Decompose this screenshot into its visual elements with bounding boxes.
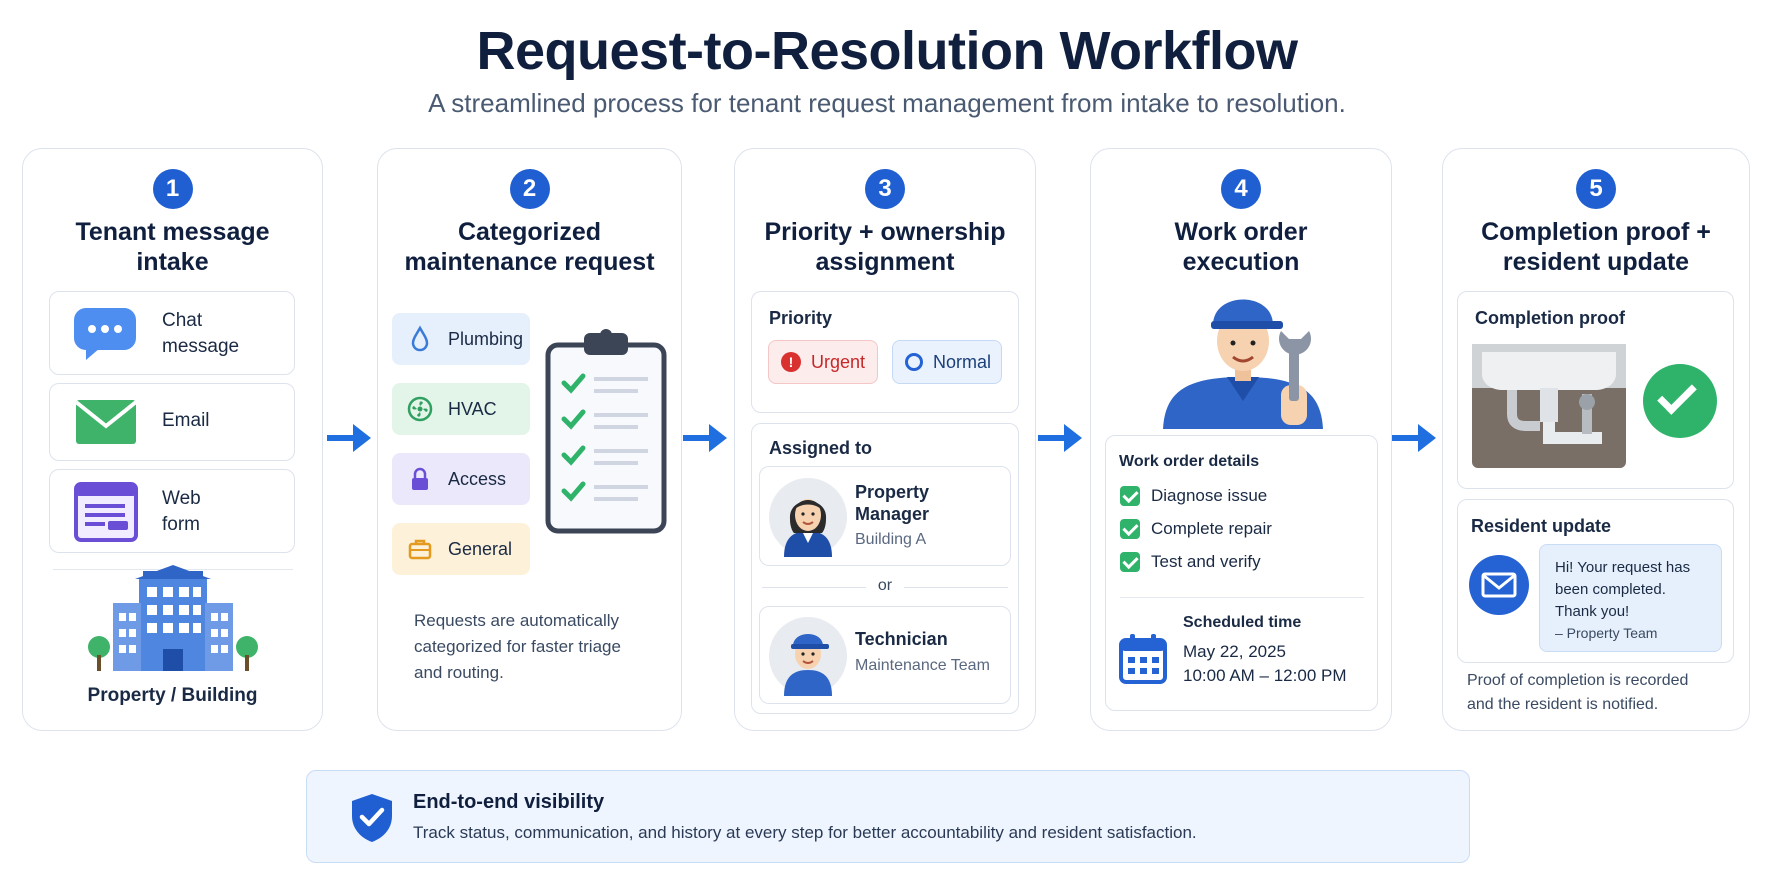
repaired-sink-photo <box>1472 344 1626 468</box>
step-note: Requests are automatically categorized f… <box>414 611 621 682</box>
channel-web-form: Web form <box>49 469 295 553</box>
step-title: Priority + ownership assignment <box>764 218 1006 276</box>
channel-chat: Chat message <box>49 291 295 375</box>
task-label: Complete repair <box>1151 519 1272 538</box>
banner-heading: End-to-end visibility <box>413 791 605 813</box>
category-hvac: HVAC <box>392 383 530 435</box>
schedule-time: 10:00 AM – 12:00 PM <box>1183 666 1347 685</box>
flow-arrow <box>1392 424 1436 452</box>
chat-bubble-icon <box>74 308 136 360</box>
checkbox-checked-icon <box>1120 486 1140 506</box>
assignee-name: Property Manager <box>855 482 930 524</box>
building-label: Property / Building <box>87 685 258 706</box>
assignee-name: Technician <box>855 629 948 649</box>
step-title: Work order execution <box>1174 218 1308 276</box>
assignee-subtitle: Building A <box>855 531 927 548</box>
flow-arrow <box>1038 424 1082 452</box>
or-divider-right <box>904 587 1008 588</box>
proof-heading: Completion proof <box>1475 308 1625 328</box>
work-order-details-panel: Work order details Diagnose issue Comple… <box>1105 435 1378 711</box>
task-label: Diagnose issue <box>1151 486 1268 505</box>
water-drop-icon <box>411 325 429 352</box>
step-number: 5 <box>1576 169 1616 209</box>
schedule-heading: Scheduled time <box>1183 614 1302 631</box>
manager-avatar <box>769 478 847 557</box>
schedule-date: May 22, 2025 <box>1183 642 1287 661</box>
technician-with-wrench-icon <box>1163 299 1323 429</box>
banner-text: Track status, communication, and history… <box>413 823 1197 842</box>
checkbox-checked-icon <box>1120 552 1140 572</box>
step-note: Proof of completion is recorded and the … <box>1467 672 1689 713</box>
assignee-property-manager: Property Manager Building A <box>759 466 1011 566</box>
update-heading: Resident update <box>1471 516 1612 536</box>
step-card-work-order: 4 Work order execution Work order detail… <box>1090 148 1392 731</box>
assigned-heading: Assigned to <box>769 438 873 458</box>
web-form-icon <box>74 482 138 542</box>
step-card-intake: 1 Tenant message intake Chat message Ema… <box>22 148 323 731</box>
or-label: or <box>877 577 893 594</box>
fan-icon <box>407 396 433 422</box>
shield-check-icon <box>352 794 392 842</box>
page-subtitle: A streamlined process for tenant request… <box>428 88 1346 118</box>
channel-label: Web form <box>162 488 201 535</box>
completion-proof-panel: Completion proof <box>1457 291 1734 489</box>
assignee-technician: Technician Maintenance Team <box>759 606 1011 704</box>
toolbox-icon <box>408 539 432 560</box>
flow-arrow <box>327 424 371 452</box>
details-heading: Work order details <box>1119 453 1260 470</box>
assignee-subtitle: Maintenance Team <box>855 657 990 674</box>
clipboard-checklist-icon <box>545 329 667 534</box>
step-title: Categorized maintenance request <box>404 218 655 276</box>
circle-icon <box>905 353 923 371</box>
category-plumbing: Plumbing <box>392 313 530 365</box>
alert-icon: ! <box>781 352 801 372</box>
step-card-priority: 3 Priority + ownership assignment Priori… <box>734 148 1036 731</box>
resident-update-panel: Resident update Hi! Your request has bee… <box>1457 499 1734 663</box>
calendar-icon <box>1119 634 1167 684</box>
channel-label: Chat message <box>162 310 240 357</box>
priority-urgent-badge: ! Urgent <box>768 340 878 384</box>
channel-email: Email <box>49 383 295 461</box>
or-divider-left <box>762 587 866 588</box>
step-card-categorize: 2 Categorized maintenance request Plumbi… <box>377 148 682 731</box>
step-number: 1 <box>152 169 193 209</box>
priority-normal-badge: Normal <box>892 340 1002 384</box>
step-number: 3 <box>865 169 905 209</box>
divider <box>1120 597 1364 598</box>
category-general: General <box>392 523 530 575</box>
priority-heading: Priority <box>769 308 833 328</box>
email-envelope-icon <box>74 400 138 444</box>
step-card-completion: 5 Completion proof + resident update Com… <box>1442 148 1750 731</box>
email-envelope-icon <box>1469 555 1529 615</box>
category-access: Access <box>392 453 530 505</box>
task-label: Test and verify <box>1151 552 1261 571</box>
message-bubble: Hi! Your request has been completed. Tha… <box>1539 544 1722 652</box>
assignment-panel: Assigned to Property Manager Building A … <box>751 423 1019 714</box>
checkbox-checked-icon <box>1120 519 1140 539</box>
visibility-banner: End-to-end visibility Track status, comm… <box>306 770 1470 863</box>
step-title: Tenant message intake <box>75 218 270 276</box>
priority-panel: Priority ! Urgent Normal <box>751 291 1019 413</box>
step-number: 4 <box>1221 169 1261 209</box>
flow-arrow <box>683 424 727 452</box>
page-title: Request-to-Resolution Workflow <box>476 21 1298 81</box>
step-number: 2 <box>509 169 550 209</box>
padlock-icon <box>412 467 428 490</box>
check-circle-icon <box>1643 364 1717 438</box>
message-text: Hi! Your request has been completed. Tha… <box>1555 559 1691 620</box>
step-title: Completion proof + resident update <box>1481 218 1711 276</box>
message-signature: – Property Team <box>1555 625 1658 641</box>
channel-label: Email <box>162 410 210 431</box>
building-icon <box>88 565 258 671</box>
technician-avatar <box>769 617 847 696</box>
